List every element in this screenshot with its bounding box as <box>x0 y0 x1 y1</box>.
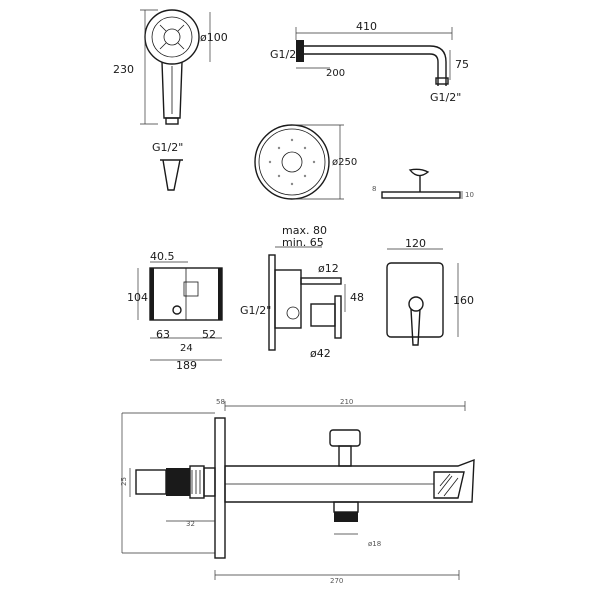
cover-width-label: 120 <box>405 237 426 250</box>
hand-shower-diameter-label: ø100 <box>200 31 228 44</box>
shower-arm-view: 410 G1/2" 200 75 G1/2" <box>270 20 469 104</box>
hand-shower-view: 230 ø100 G1/2" <box>113 9 228 191</box>
spout-wall-plate <box>214 417 226 559</box>
box-right-offset-label: 52 <box>202 328 216 341</box>
head-shower-side <box>381 191 461 199</box>
spout-pipe-vertical-label: 25 <box>120 477 128 486</box>
mixer-lever <box>410 308 421 346</box>
hand-shower-thread-label: G1/2" <box>152 141 183 154</box>
spout-plate-top-label: 58 <box>216 398 225 406</box>
valve-pipe <box>300 277 342 285</box>
head-thickness-right-label: 10 <box>465 191 474 199</box>
diverter-knob <box>329 429 361 447</box>
bath-spout-view: 58 210 25 32 ø18 270 <box>120 398 475 585</box>
arm-inlet-thread-label: G1/2" <box>270 48 301 61</box>
box-total-width-label: 189 <box>176 359 197 372</box>
spout-inlet-fitting <box>166 468 190 496</box>
box-top-width-label: 40.5 <box>150 250 175 263</box>
box-outlet <box>172 305 182 315</box>
arm-length-label: 410 <box>356 20 377 33</box>
mixer-hub <box>408 296 424 312</box>
arm-pipe-top <box>304 45 447 86</box>
ball-joint <box>408 168 430 177</box>
arm-straight-length-label: 200 <box>326 68 345 79</box>
concealed-box-view: 40.5 104 63 24 52 189 <box>127 250 223 372</box>
hose-connector <box>162 159 181 191</box>
hand-shower-height-label: 230 <box>113 63 134 76</box>
head-shower-view: ø250 8 10 <box>254 124 474 200</box>
valve-thread-label: G1/2" <box>240 304 271 317</box>
valve-cartridge <box>310 303 336 327</box>
head-thickness-top-label: 8 <box>372 185 376 193</box>
head-shower-diameter-label: ø250 <box>332 157 357 168</box>
valve-bottom-dia-label: ø42 <box>310 347 331 360</box>
valve-spacing-label: 48 <box>350 291 364 304</box>
cover-plate <box>386 262 444 338</box>
arm-wall-flange <box>296 40 304 62</box>
spout-total-length-label: 270 <box>330 577 343 585</box>
valve-pipe-dia-label: ø12 <box>318 262 339 275</box>
spout-outlet-aerator <box>433 471 465 499</box>
valve-max-depth-label: max. 80 <box>282 224 327 237</box>
spout-inlet-offset-label: 32 <box>186 520 195 528</box>
spout-length-label: 210 <box>340 398 353 406</box>
head-shower-plate <box>254 124 330 200</box>
arm-drop-label: 75 <box>455 58 469 71</box>
spout-bottom-valve <box>334 512 358 522</box>
valve-side-view: max. 80 min. 65 ø12 G1/2" 48 ø42 <box>240 224 364 360</box>
cover-plate-view: 120 160 <box>386 237 474 346</box>
box-height-label: 104 <box>127 291 148 304</box>
valve-body <box>274 269 302 329</box>
arm-pipe-bottom <box>304 53 439 86</box>
box-center-offset-label: 24 <box>180 343 193 354</box>
hand-shower-head <box>144 9 200 65</box>
valve-wall-plate <box>268 254 276 351</box>
valve-min-depth-label: min. 65 <box>282 236 324 249</box>
spout-body <box>224 458 475 503</box>
cover-height-label: 160 <box>453 294 474 307</box>
arm-outlet-thread-label: G1/2" <box>430 91 461 104</box>
spout-valve-dia-label: ø18 <box>368 540 381 548</box>
box-left-offset-label: 63 <box>156 328 170 341</box>
